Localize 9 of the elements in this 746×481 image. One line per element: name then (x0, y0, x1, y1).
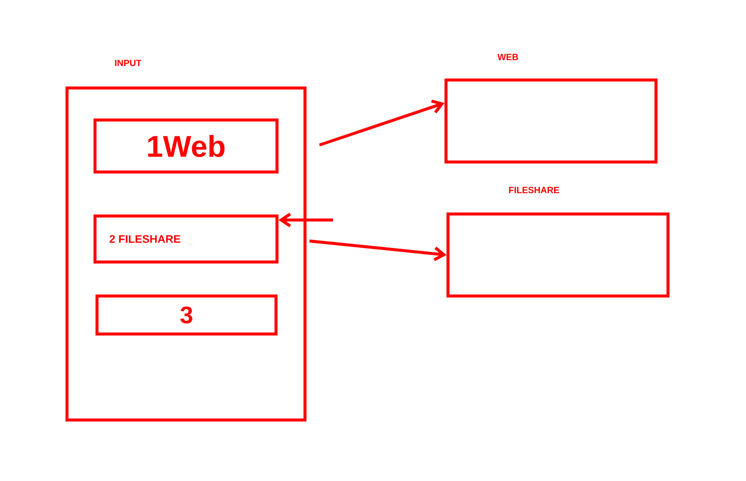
box-heading: WEB (498, 54, 518, 60)
box-heading: INPUT (115, 60, 142, 66)
arrow (319, 100, 444, 146)
box: 3 (96, 294, 278, 336)
arrow (278, 212, 333, 228)
box: 1Web (94, 118, 278, 174)
box: 2 FILESHARE (94, 214, 278, 264)
arrow (309, 240, 446, 262)
box-heading: FILESHARE (509, 186, 560, 194)
